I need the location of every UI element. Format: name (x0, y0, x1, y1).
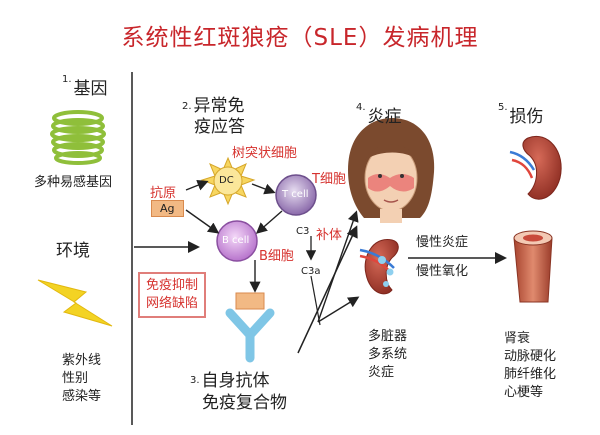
complement-line (310, 275, 321, 326)
c3a-label: C3a (301, 266, 321, 277)
genes-caption: 多种易感基因 (34, 175, 113, 190)
chronic-inflammation-label: 慢性炎症 (416, 235, 469, 250)
step-genes: 1.基因 (62, 74, 108, 99)
kidney-icon (359, 239, 399, 295)
antigen-block (235, 292, 265, 310)
b-cell-label: B cell (222, 235, 250, 246)
ag-badge: Ag (151, 200, 184, 217)
damaged-kidney-icon (509, 135, 562, 200)
complement-label: 补体 (316, 228, 343, 243)
multi-organ-list: 多脏器 多系统 炎症 (368, 329, 408, 380)
step-inflammation: 4.炎症 (356, 102, 402, 127)
dendritic-cell-label: 树突状细胞 (232, 146, 298, 161)
dc-label: DC (219, 175, 234, 186)
environment-label: 环境 (56, 241, 90, 261)
step-abnormal-response: 2.异常免 疫应答 (182, 96, 245, 137)
chronic-oxidation-label: 慢性氧化 (416, 264, 469, 279)
b-cell-caption: B细胞 (259, 249, 294, 264)
dna-icon (50, 110, 106, 165)
face-icon (348, 118, 435, 223)
dendritic-cell-icon (200, 156, 256, 206)
arrow-ag-dc (185, 179, 209, 191)
b-cell-icon (216, 220, 258, 262)
page-title: 系统性红斑狼疮（SLE）发病机理 (121, 25, 479, 51)
arrow-complex-to-face (297, 225, 358, 354)
arrow-dc-t (251, 183, 276, 195)
lightning-icon (37, 279, 113, 327)
step-damage: 5.损伤 (498, 102, 544, 127)
c3-label: C3 (296, 226, 310, 237)
step-immune-complex: 3.自身抗体 免疫复合物 (190, 371, 287, 413)
t-cell-caption: T细胞 (312, 172, 346, 187)
antibody-icon (225, 308, 275, 363)
immune-defect-box: 免疫抑制 网络缺陷 (138, 272, 207, 318)
t-cell-label: T cell (282, 189, 309, 200)
arrow-t-b (255, 210, 283, 234)
antigen-label: 抗原 (150, 186, 177, 201)
arrow-to-kidney (317, 296, 360, 323)
environment-factors: 紫外线 性别 感染等 (62, 353, 102, 404)
damage-list: 肾衰 动脉硬化 肺纤维化 心梗等 (504, 331, 557, 400)
artery-icon (513, 230, 553, 303)
t-cell-icon (275, 174, 317, 216)
arrow-ag-b (185, 209, 220, 234)
